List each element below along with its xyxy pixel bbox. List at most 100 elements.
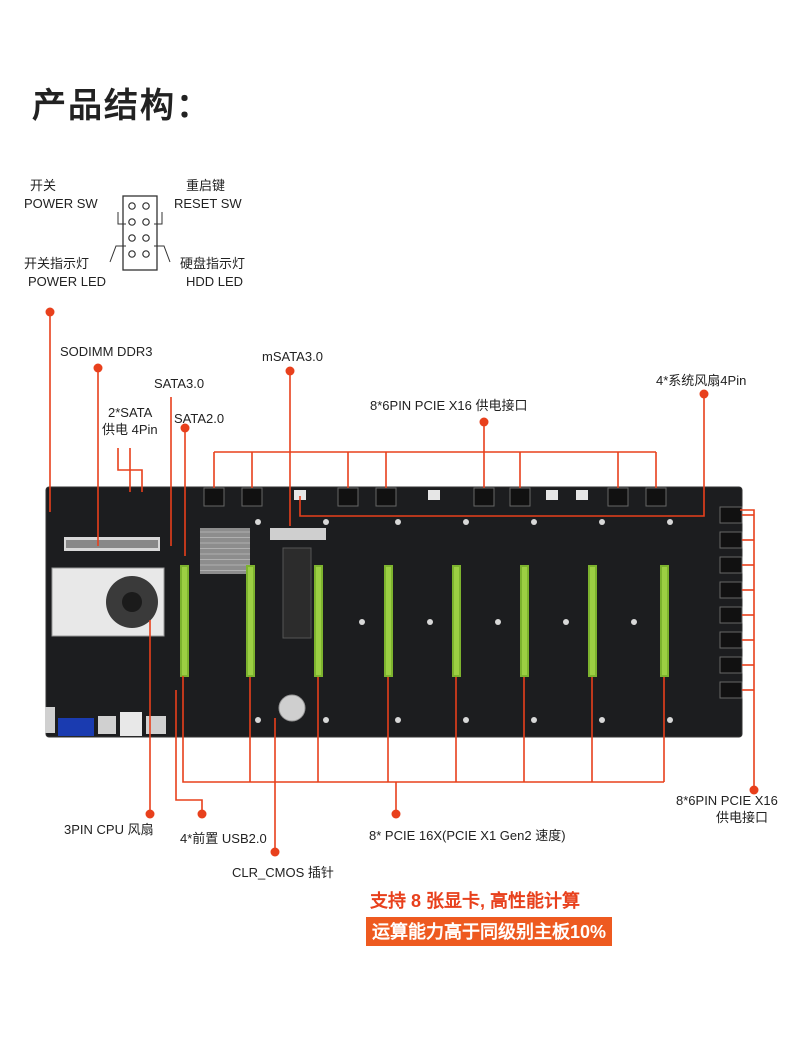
pcie-x16-slot-inner bbox=[590, 567, 595, 675]
header-pin bbox=[128, 202, 136, 210]
pcie-power-right-label-2: 供电接口 bbox=[716, 810, 769, 825]
page-title: 产品结构： bbox=[32, 87, 212, 125]
lan-port bbox=[120, 712, 142, 736]
vga-port bbox=[58, 718, 94, 736]
cpu-fan-label: 3PIN CPU 风扇 bbox=[64, 822, 154, 837]
pcie-6pin-connector-right bbox=[719, 581, 743, 599]
callout-dot bbox=[479, 417, 489, 427]
mounting-hole bbox=[599, 717, 605, 723]
pcie-power-right-callout bbox=[740, 509, 755, 790]
mounting-hole bbox=[531, 717, 537, 723]
header-pin bbox=[142, 250, 150, 258]
callout-dot bbox=[93, 363, 103, 373]
sata-power-label-2: 供电 4Pin bbox=[102, 422, 158, 437]
mounting-hole bbox=[255, 717, 261, 723]
usb-port bbox=[146, 716, 166, 734]
usb-port bbox=[98, 716, 116, 734]
pcie-6pin-connector bbox=[607, 487, 629, 507]
pcie-x16-slot-inner bbox=[662, 567, 667, 675]
fan-header bbox=[576, 490, 588, 500]
fan-header bbox=[428, 490, 440, 500]
pcie-6pin-connector-right bbox=[719, 656, 743, 674]
callout-dot bbox=[45, 307, 55, 317]
fan-header bbox=[546, 490, 558, 500]
highlight-line-2: 运算能力高于同级别主板10% bbox=[366, 917, 613, 946]
fan-header bbox=[294, 490, 306, 500]
msata-slot bbox=[270, 528, 326, 540]
pcie-x16-slot-inner bbox=[248, 567, 253, 675]
mounting-hole bbox=[631, 619, 637, 625]
callout-dot bbox=[699, 389, 709, 399]
msata-card bbox=[282, 547, 312, 639]
header-bracket bbox=[154, 212, 163, 225]
sata-power-label-1: 2*SATA bbox=[108, 405, 153, 420]
fan-label: 4*系统风扇4Pin bbox=[656, 373, 747, 388]
cmos-battery bbox=[278, 694, 306, 722]
pcie-power-right-label-1: 8*6PIN PCIE X16 bbox=[676, 793, 778, 808]
mounting-hole bbox=[323, 519, 329, 525]
pcie-6pin-connector bbox=[645, 487, 667, 507]
highlight-line-1: 支持 8 张显卡, 高性能计算 bbox=[370, 891, 581, 911]
mounting-hole bbox=[323, 717, 329, 723]
mounting-hole bbox=[599, 519, 605, 525]
header-pin bbox=[128, 234, 136, 242]
mounting-hole bbox=[427, 619, 433, 625]
mounting-hole bbox=[463, 519, 469, 525]
pcie-x16-slot-inner bbox=[316, 567, 321, 675]
pcie-6pin-connector-right bbox=[719, 681, 743, 699]
sodimm-label: SODIMM DDR3 bbox=[60, 344, 153, 359]
header-pin bbox=[142, 218, 150, 226]
callout-dot bbox=[270, 847, 280, 857]
mounting-hole bbox=[495, 619, 501, 625]
reset-sw-label-cn: 重启键 bbox=[186, 178, 226, 193]
callout-dot bbox=[197, 809, 207, 819]
pcie-power-top-label: 8*6PIN PCIE X16 供电接口 bbox=[370, 398, 528, 413]
usb-callout bbox=[175, 690, 203, 814]
reset-sw-label-en: RESET SW bbox=[174, 196, 242, 211]
usb-label: 4*前置 USB2.0 bbox=[180, 831, 267, 846]
callout-dot bbox=[180, 423, 190, 433]
pcie-6pin-connector bbox=[337, 487, 359, 507]
header-bracket bbox=[117, 212, 126, 225]
callout-dot bbox=[391, 809, 401, 819]
pcie-6pin-connector bbox=[375, 487, 397, 507]
mounting-hole bbox=[395, 717, 401, 723]
pcie-6pin-connector bbox=[241, 487, 263, 507]
mounting-hole bbox=[531, 519, 537, 525]
front-panel-header bbox=[122, 195, 158, 271]
power-sw-label-cn: 开关 bbox=[30, 178, 57, 193]
pcie-slots-label: 8* PCIE 16X(PCIE X1 Gen2 速度) bbox=[369, 828, 566, 843]
callout-dot bbox=[145, 809, 155, 819]
mounting-hole bbox=[563, 619, 569, 625]
mounting-hole bbox=[255, 519, 261, 525]
pcie-x16-slot-inner bbox=[182, 567, 187, 675]
pcie-6pin-connector-right bbox=[719, 556, 743, 574]
pcie-6pin-connector bbox=[203, 487, 225, 507]
chipset-heatsink bbox=[200, 528, 250, 574]
msata-label: mSATA3.0 bbox=[262, 349, 323, 364]
mounting-hole bbox=[667, 717, 673, 723]
sata2-label: SATA2.0 bbox=[174, 411, 225, 426]
cpu-fan-hub bbox=[122, 592, 142, 612]
mounting-hole bbox=[667, 519, 673, 525]
header-pin bbox=[128, 218, 136, 226]
power-led-label-en: POWER LED bbox=[28, 274, 107, 289]
callout-dot bbox=[285, 366, 295, 376]
pcie-x16-slot-inner bbox=[454, 567, 459, 675]
hdd-led-label-cn: 硬盘指示灯 bbox=[180, 256, 246, 271]
header-bracket bbox=[109, 245, 126, 263]
pcie-6pin-connector-right bbox=[719, 531, 743, 549]
header-pin bbox=[142, 234, 150, 242]
pcie-6pin-connector-right bbox=[719, 631, 743, 649]
pcie-x16-slot-inner bbox=[386, 567, 391, 675]
pcie-6pin-connector-right bbox=[719, 506, 743, 524]
callout-dot bbox=[749, 785, 759, 795]
fan-callout bbox=[299, 396, 705, 517]
sata3-label: SATA3.0 bbox=[154, 376, 205, 391]
header-bracket bbox=[154, 245, 171, 263]
power-sw-label-en: POWER SW bbox=[24, 196, 98, 211]
mounting-hole bbox=[359, 619, 365, 625]
mounting-hole bbox=[463, 717, 469, 723]
header-pin bbox=[142, 202, 150, 210]
